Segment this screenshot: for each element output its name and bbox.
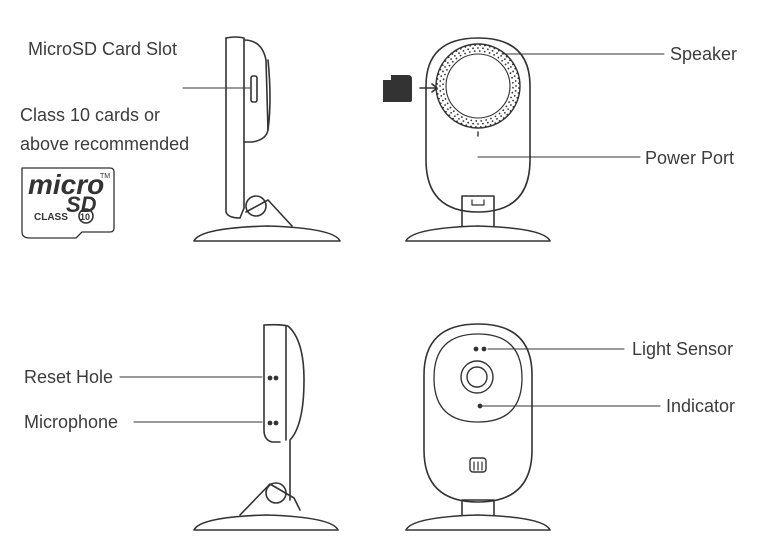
camera-body [423,323,533,503]
speaker-ring [435,43,521,129]
microsd-logo-tm: TM [100,173,110,180]
camera-base [405,225,551,242]
power-port-label: Power Port [645,148,735,168]
microsd-card-icon [383,75,412,102]
lens [460,360,494,394]
camera-base [193,225,341,242]
camera-front-view-bottom [405,323,551,531]
class10-note-line1: Class 10 cards or [20,105,161,125]
stand-hinge [265,482,287,504]
camera-side-view-top [193,36,341,242]
stand-hinge [245,195,267,217]
microsd-logo-class: CLASS [34,212,68,223]
camera-front-view-top [405,37,551,242]
microsd-slot [250,75,258,103]
camera-side-view-bottom [193,323,339,531]
light-sensor-label: Light Sensor [632,339,734,359]
camera-body [425,37,531,213]
microsd-logo [21,167,115,239]
indicator-label: Indicator [666,396,736,416]
microphone-label: Microphone [24,412,119,432]
camera-base [193,514,339,531]
speaker-label: Speaker [670,44,738,64]
class10-note-line2: above recommended [20,134,190,154]
speaker-grille [436,44,520,128]
mi-logo-icon [469,457,487,473]
camera-stand [461,499,495,516]
camera-stand [239,483,301,516]
reset-hole-label: Reset Hole [24,367,114,387]
camera-stand [245,199,293,227]
microsd-logo-class-number: 10 [80,212,90,222]
microsd-logo-micro: micro [28,169,104,200]
camera-base [405,514,551,531]
microsd-card-slot-label: MicroSD Card Slot [28,39,178,59]
